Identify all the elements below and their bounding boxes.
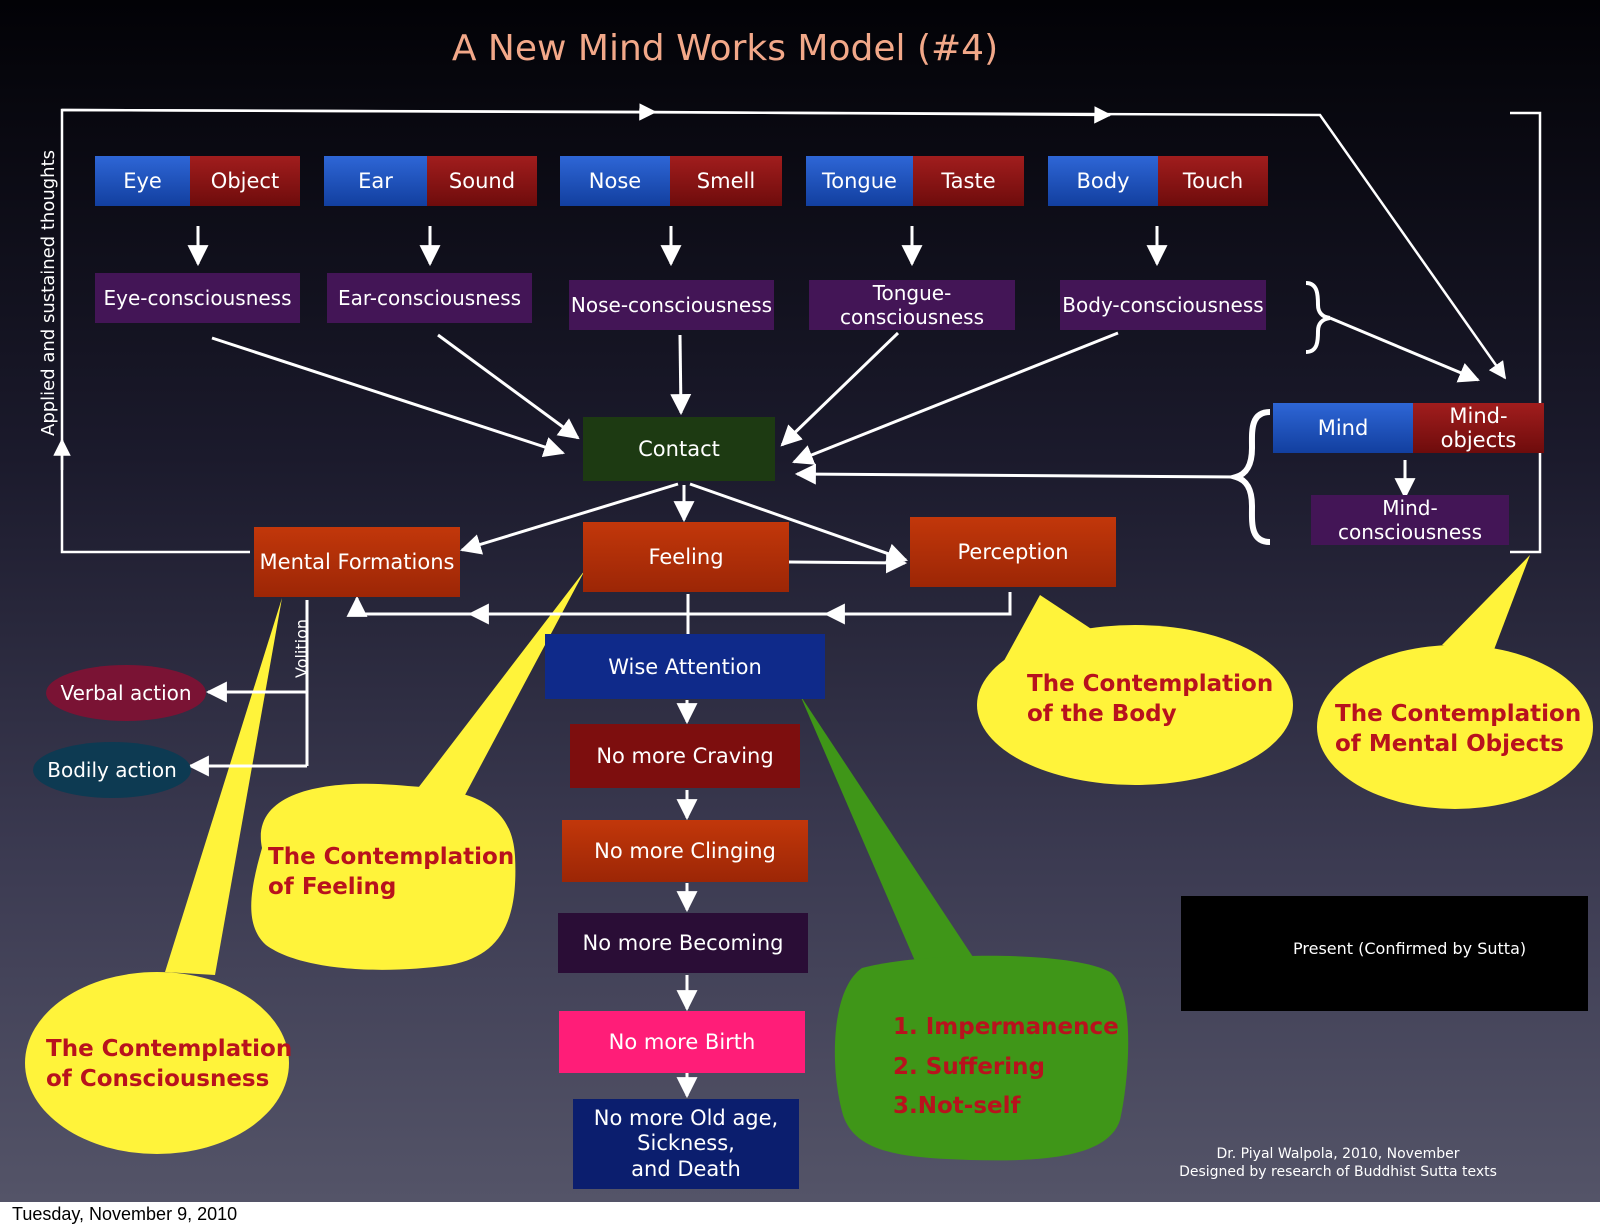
mind-box: Mind	[1273, 403, 1413, 453]
bubble-mental-objects-line-2: of Mental Objects	[1335, 730, 1564, 757]
nose-consciousness-box: Nose-consciousness	[569, 280, 774, 330]
page-title: A New Mind Works Model (#4)	[451, 28, 999, 69]
sound-box: Sound	[427, 156, 537, 206]
credit-author: Dr. Piyal Walpola, 2010, November	[1216, 1146, 1460, 1162]
no-more-birth-box: No more Birth	[559, 1011, 805, 1073]
touch-box: Touch	[1158, 156, 1268, 206]
mind-objects-box: Mind-objects	[1413, 403, 1544, 453]
volition-label: Volition	[292, 618, 311, 678]
bubble-feeling-text: The Contemplation of Feeling	[268, 843, 514, 903]
impermanence-text: 1. Impermanence	[893, 1014, 1119, 1040]
bubble-characteristics-text: 1. Impermanence 2. Suffering 3.Not-self	[893, 1008, 1119, 1127]
tongue-consciousness-box: Tongue-consciousness	[809, 280, 1015, 330]
connector-layer	[25, 103, 1593, 1161]
bubble-mental-objects-text: The Contemplation of Mental Objects	[1335, 700, 1581, 760]
smell-box: Smell	[670, 156, 782, 206]
old-age-line-3: and Death	[631, 1156, 741, 1181]
credit-block: Dr. Piyal Walpola, 2010, November Design…	[1178, 1146, 1498, 1181]
no-more-old-age-box: No more Old age, Sickness, and Death	[573, 1099, 799, 1189]
bubble-mental-objects-shape	[1317, 555, 1593, 809]
not-self-text: 3.Not-self	[893, 1093, 1021, 1120]
legend-box: Present (Confirmed by Sutta)	[1181, 896, 1588, 1011]
taste-box: Taste	[913, 156, 1024, 206]
bubble-consciousness-line-1: The Contemplation	[46, 1036, 293, 1062]
bubble-feeling-line-2: of Feeling	[268, 873, 397, 900]
bubble-mental-objects-line-1: The Contemplation	[1335, 701, 1582, 727]
legend-label: Present (Confirmed by Sutta)	[1293, 939, 1527, 958]
old-age-line-2: Sickness,	[637, 1131, 735, 1156]
no-more-clinging-box: No more Clinging	[562, 820, 808, 882]
bubble-consciousness-line-2: of Consciousness	[46, 1065, 270, 1092]
eye-box: Eye	[95, 156, 190, 206]
bubble-body-text: The Contemplation of the Body	[1027, 670, 1273, 730]
bubble-consciousness-text: The Contemplation of Consciousness	[46, 1035, 292, 1095]
bubble-body-line-1: The Contemplation	[1027, 671, 1274, 697]
no-more-craving-box: No more Craving	[570, 724, 800, 788]
perception-box: Perception	[910, 517, 1116, 587]
no-more-becoming-box: No more Becoming	[558, 913, 808, 973]
suffering-text: 2. Suffering	[893, 1053, 1045, 1080]
ear-consciousness-box: Ear-consciousness	[327, 273, 532, 323]
ear-box: Ear	[324, 156, 427, 206]
applied-sustained-thoughts-label: Applied and sustained thoughts	[38, 149, 59, 436]
bubble-feeling-shape	[251, 570, 585, 970]
body-box: Body	[1048, 156, 1158, 206]
old-age-line-1: No more Old age,	[593, 1105, 779, 1130]
bubble-feeling-line-1: The Contemplation	[268, 844, 515, 870]
wise-attention-box: Wise Attention	[545, 634, 825, 699]
bubble-characteristics-shape	[800, 695, 1129, 1161]
contact-box: Contact	[583, 417, 775, 481]
feeling-box: Feeling	[583, 522, 789, 592]
tongue-box: Tongue	[806, 156, 913, 206]
eye-consciousness-box: Eye-consciousness	[95, 273, 300, 323]
bubble-body-shape	[977, 595, 1293, 785]
mental-formations-box: Mental Formations	[254, 527, 460, 597]
body-consciousness-box: Body-consciousness	[1060, 280, 1266, 330]
object-box: Object	[190, 156, 300, 206]
credit-note: Designed by research of Buddhist Sutta t…	[1179, 1163, 1497, 1180]
verbal-action-oval: Verbal action	[46, 665, 206, 721]
bodily-action-oval: Bodily action	[33, 742, 191, 798]
slide: A New Mind Works Model (#4) Applied and …	[0, 0, 1600, 1202]
bubble-body-line-2: of the Body	[1027, 700, 1177, 727]
footer-date: Tuesday, November 9, 2010	[12, 1204, 238, 1224]
nose-box: Nose	[560, 156, 670, 206]
mind-consciousness-box: Mind-consciousness	[1311, 495, 1509, 545]
